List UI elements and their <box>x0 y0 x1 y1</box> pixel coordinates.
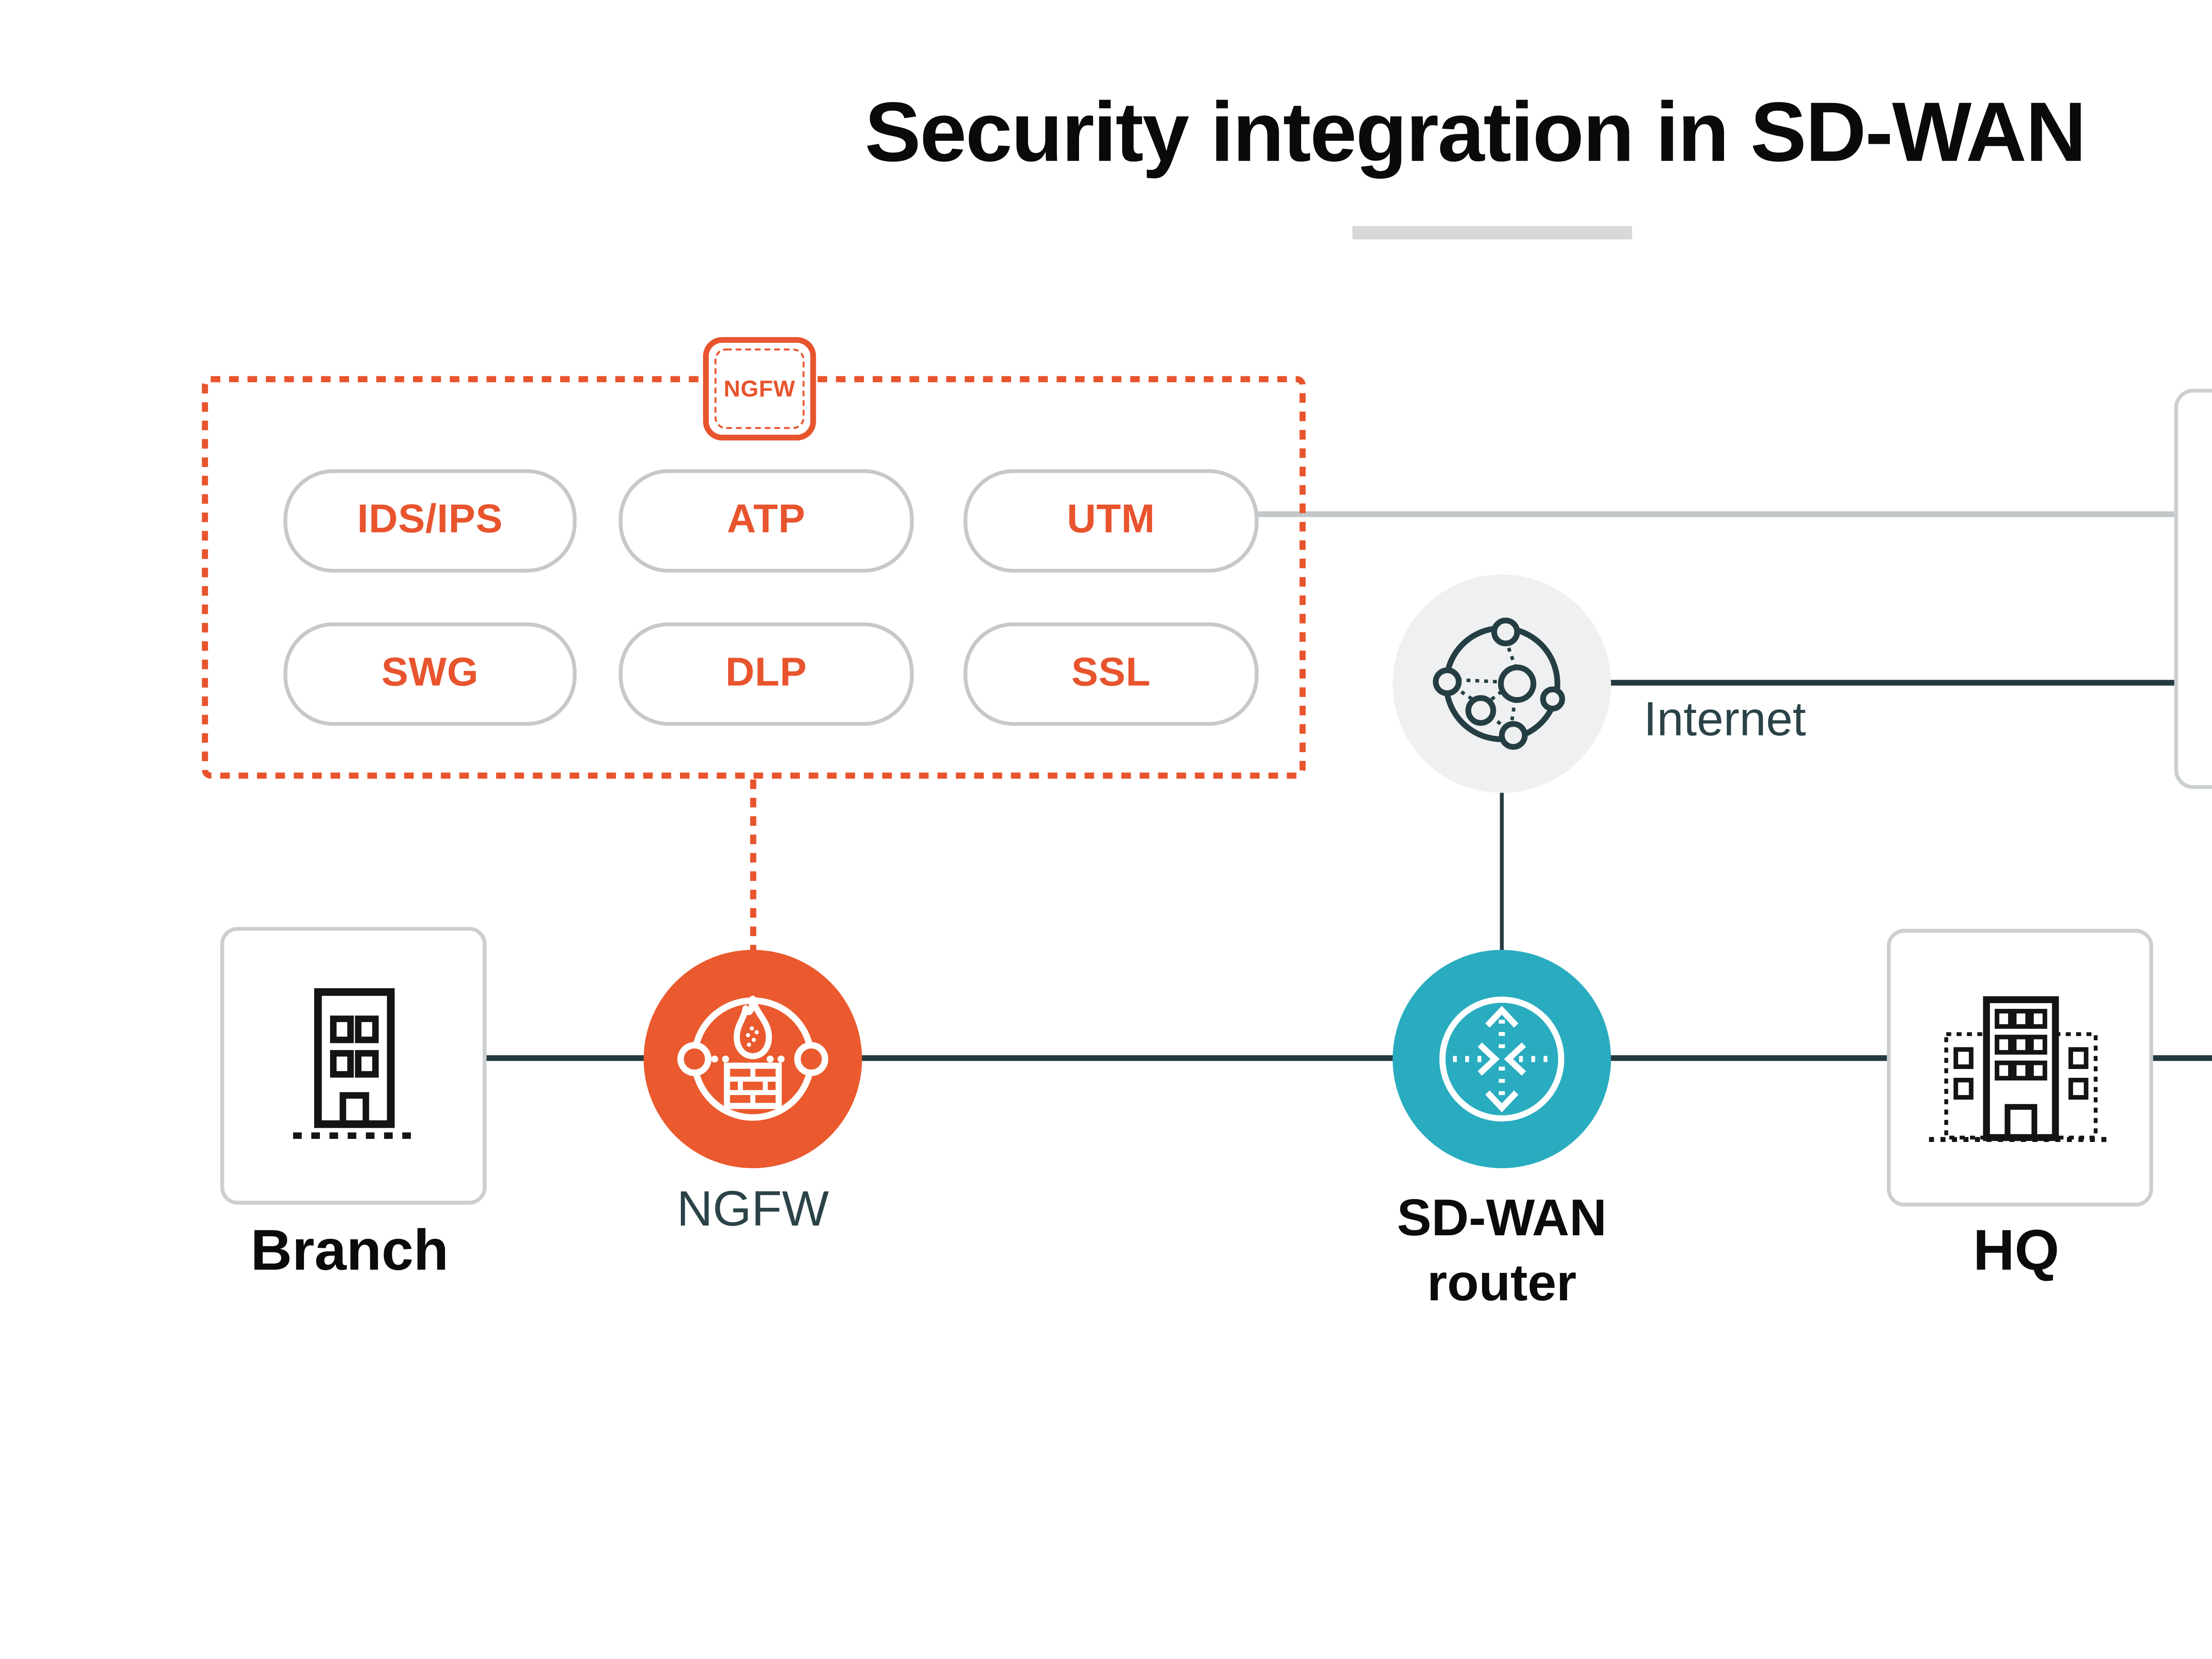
branch-label: Branch <box>250 1220 449 1284</box>
pill-utm-label: UTM <box>1067 498 1156 542</box>
hq-label: HQ <box>1973 1220 2059 1284</box>
branch-node <box>220 927 487 1205</box>
pill-atp: ATP <box>618 469 914 573</box>
sdwan-router-node <box>1392 950 1611 1169</box>
ngfw-label: NGFW <box>676 1180 829 1238</box>
pill-utm: UTM <box>963 469 1259 573</box>
connector-utm-to-threat-feeds <box>1255 511 2176 517</box>
dashed-connector-stack-to-ngfw <box>750 779 757 952</box>
sdwan-router-label-line1: SD-WAN <box>1397 1189 1607 1247</box>
router-arrows-icon <box>1439 996 1564 1122</box>
ngfw-group-badge-label: NGFW <box>714 349 805 429</box>
internet-node <box>1392 575 1611 793</box>
pill-ids-ips-label: IDS/IPS <box>357 498 503 542</box>
pill-dlp: DLP <box>618 622 914 726</box>
page-title: Security integration in SD-WAN <box>864 86 2087 180</box>
pill-swg: SWG <box>283 622 577 726</box>
building-icon <box>292 987 415 1138</box>
pill-ids-ips: IDS/IPS <box>283 469 577 573</box>
connector-branch-to-ngfw <box>479 1055 646 1061</box>
ngfw-group-badge: NGFW <box>703 337 816 441</box>
internet-label: Internet <box>1644 693 1806 747</box>
title-underline <box>1352 226 1632 240</box>
sdwan-router-label-line2: router <box>1427 1254 1577 1312</box>
ngfw-node <box>643 950 862 1169</box>
pill-atp-label: ATP <box>727 498 806 542</box>
connector-internet-to-threat-feeds <box>1609 680 2176 685</box>
pill-swg-label: SWG <box>381 651 479 695</box>
connector-hq-to-datacenter <box>2143 1055 2212 1061</box>
connector-sdwan-to-hq <box>1609 1055 1889 1061</box>
connector-internet-to-sdwan <box>1499 791 1504 952</box>
connector-ngfw-to-sdwan <box>860 1055 1395 1061</box>
pill-ssl: SSL <box>963 622 1259 726</box>
hq-node <box>1887 929 2153 1207</box>
sdwan-router-label: SD-WAN router <box>1320 1185 1684 1315</box>
globe-network-icon <box>1432 617 1565 750</box>
pill-dlp-label: DLP <box>725 651 807 695</box>
firewall-flame-icon <box>677 996 829 1121</box>
pill-ssl-label: SSL <box>1071 651 1151 695</box>
threat-feeds-box: WF <box>2174 388 2212 789</box>
office-building-icon <box>1928 995 2112 1141</box>
